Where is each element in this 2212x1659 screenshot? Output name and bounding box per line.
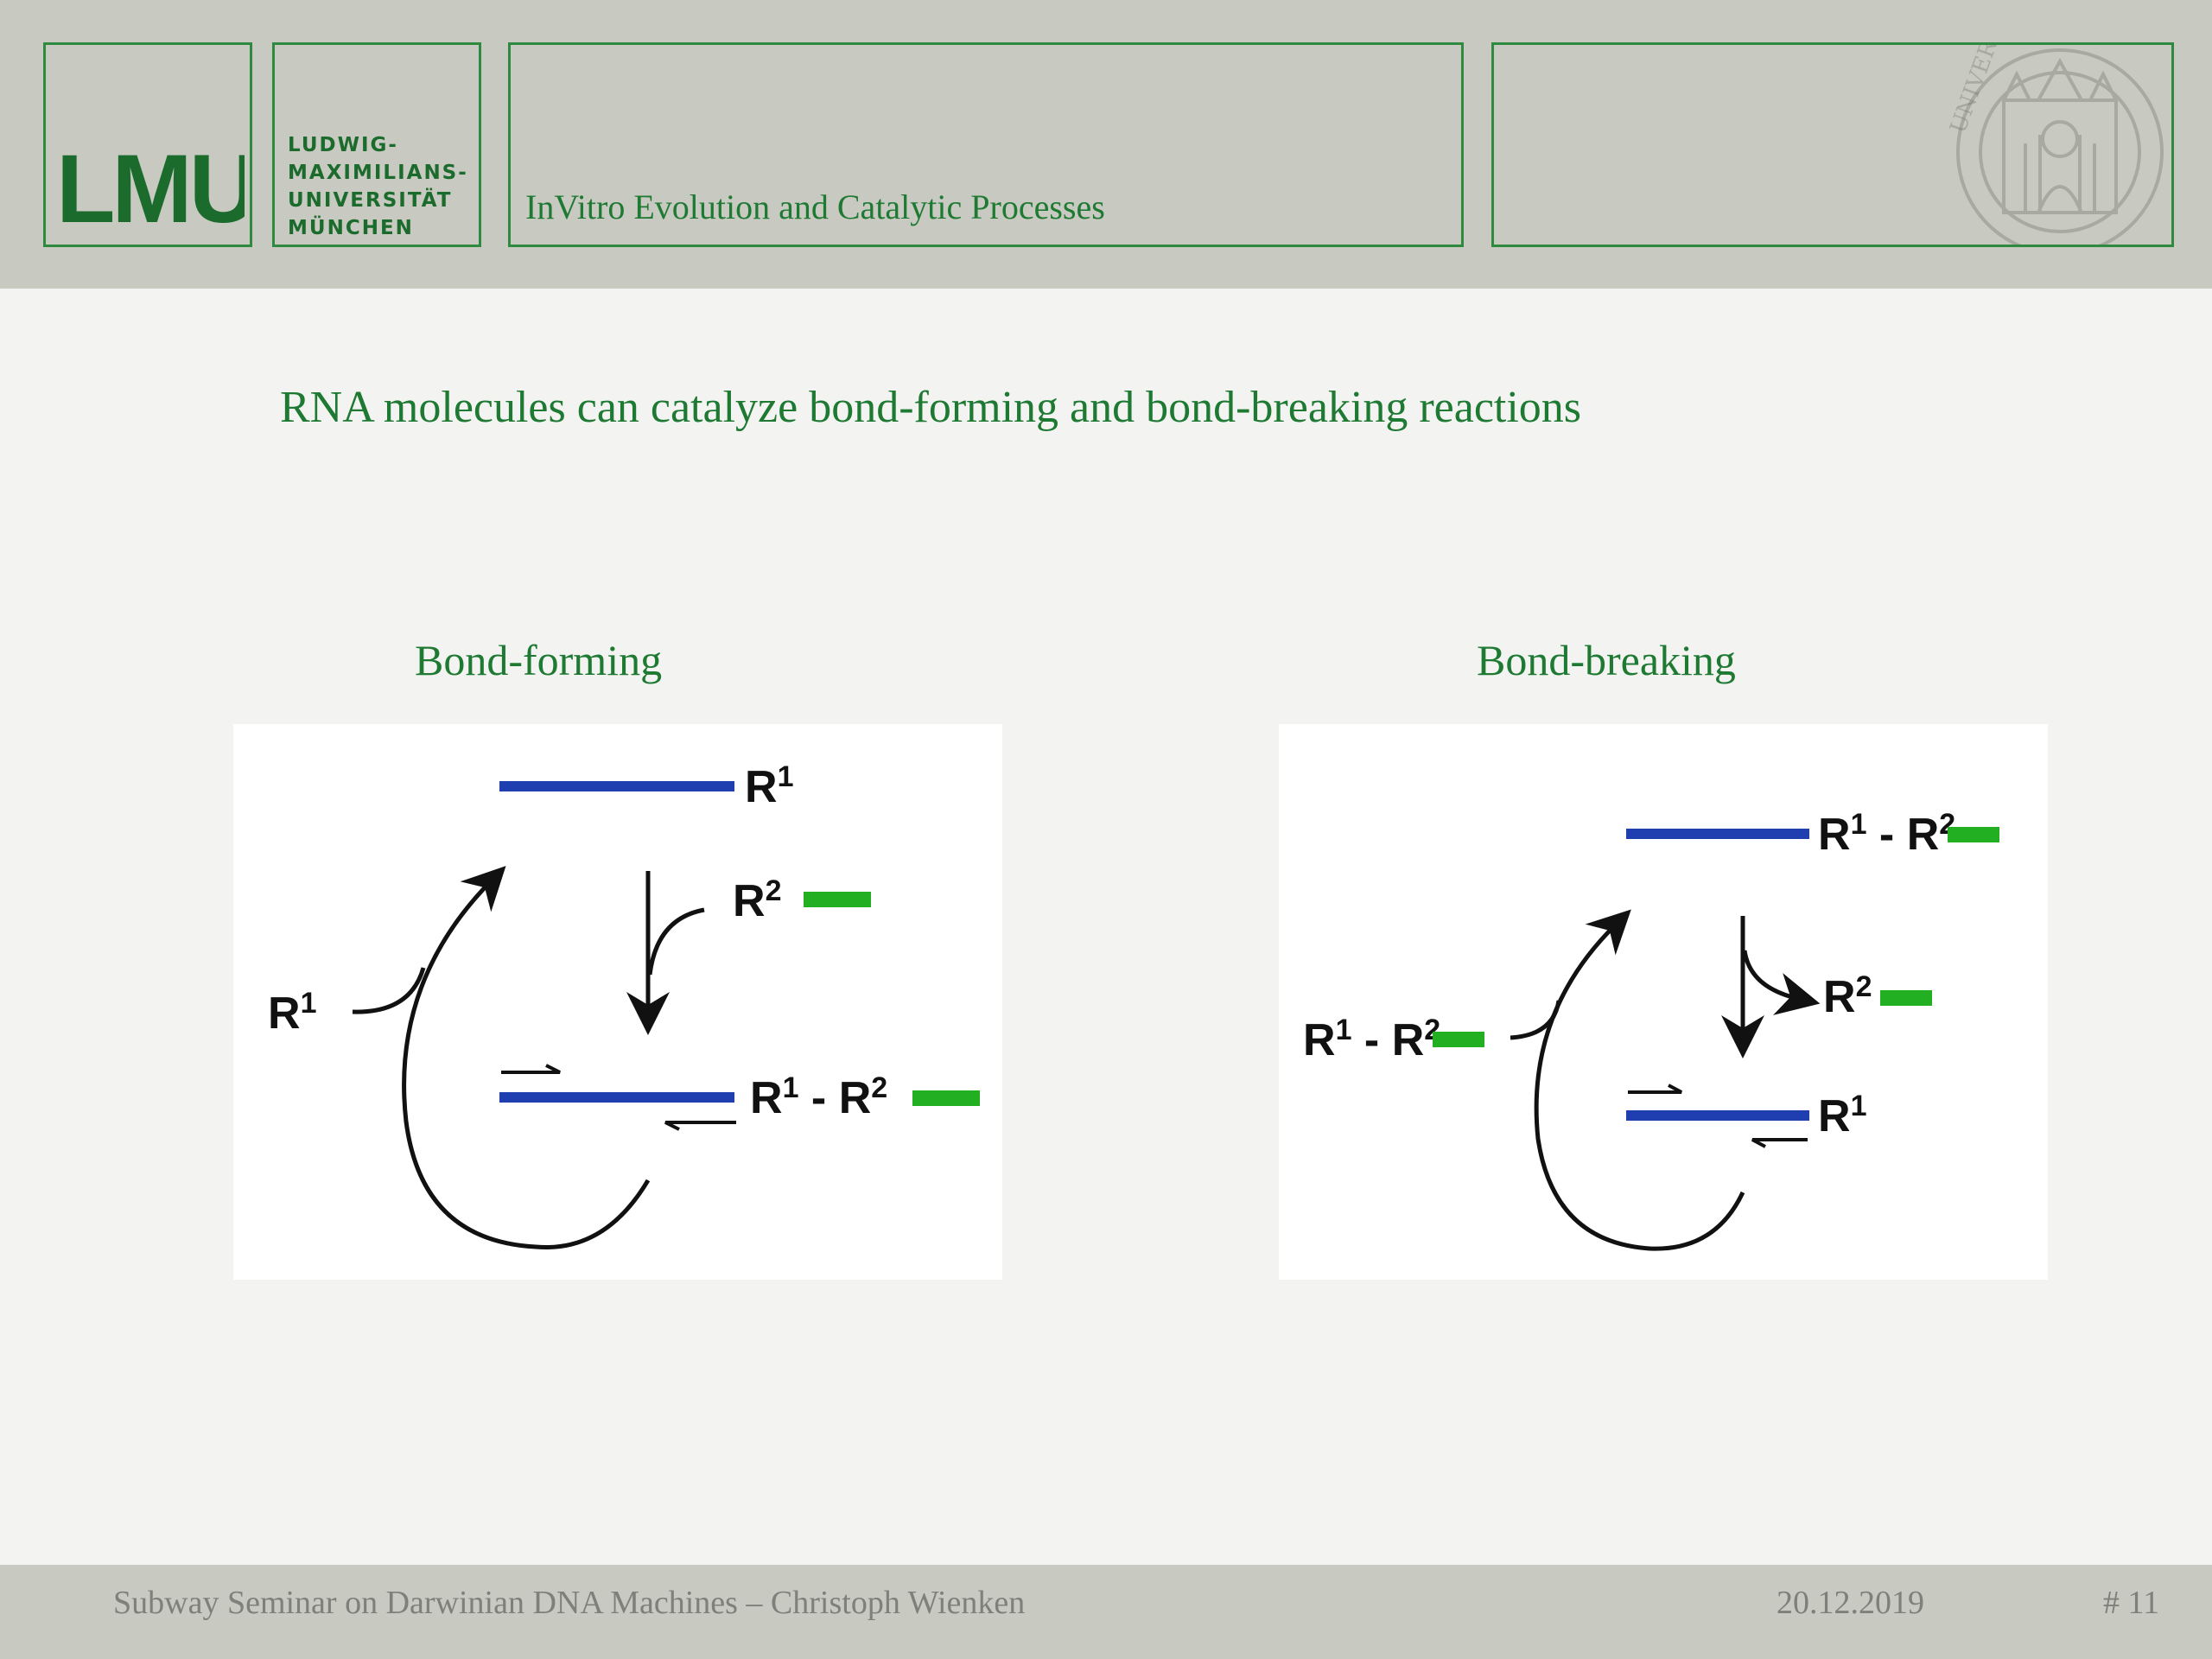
- arrow-release: [1742, 950, 1821, 1015]
- bond-forming-svg: R1 R2 R1 R1 - R2: [268, 760, 980, 1250]
- course-title: InVitro Evolution and Catalytic Processe…: [525, 188, 1105, 226]
- label-r2-released: R2: [1823, 970, 1872, 1022]
- university-name-box: LUDWIG- MAXIMILIANS- UNIVERSITÄT MÜNCHEN: [272, 42, 481, 247]
- product-tag: [912, 1090, 980, 1106]
- university-name: LUDWIG- MAXIMILIANS- UNIVERSITÄT MÜNCHEN: [288, 134, 468, 239]
- header-bar: LMU LUDWIG- MAXIMILIANS- UNIVERSITÄT MÜN…: [0, 0, 2212, 289]
- slide-heading: RNA molecules can catalyze bond-forming …: [280, 383, 1582, 432]
- footer-page-number: # 11: [2103, 1585, 2160, 1621]
- cycle-arrow: [1534, 909, 1745, 1251]
- top-tag: [1948, 827, 1999, 842]
- label-r1-r2-left: R1 - R2: [1303, 1014, 1440, 1065]
- r2-tag: [804, 892, 871, 907]
- released-tag: [1880, 990, 1932, 1006]
- footer-bar: [0, 1565, 2212, 1659]
- equilibrium-arrow-left: [664, 1121, 736, 1131]
- r1-entry-curve: [352, 967, 426, 1014]
- course-title-box: InVitro Evolution and Catalytic Processe…: [508, 42, 1464, 247]
- bond-forming-title: Bond-forming: [415, 636, 663, 684]
- footer-date: 20.12.2019: [1777, 1585, 1924, 1621]
- lmu-logo-text: LMU: [56, 137, 245, 232]
- label-r1-r2-product: R1 - R2: [750, 1071, 887, 1123]
- arrow-join: [647, 907, 705, 976]
- footer-presentation-info: Subway Seminar on Darwinian DNA Machines…: [113, 1585, 1026, 1621]
- lmu-logo: LMU: [56, 137, 245, 232]
- cycle-arrow: [402, 866, 651, 1250]
- label-r1-bottom: R1: [1818, 1090, 1866, 1141]
- equilibrium-arrow-right: [1628, 1084, 1682, 1094]
- bond-breaking-diagram: R1 - R2 R2 R1 - R2 R1: [1279, 724, 2048, 1280]
- bond-breaking-svg: R1 - R2 R2 R1 - R2 R1: [1303, 808, 1999, 1251]
- equilibrium-arrow-left: [1751, 1138, 1808, 1148]
- bond-breaking-title: Bond-breaking: [1477, 636, 1736, 684]
- label-r1-top: R1: [745, 760, 793, 812]
- label-r2-incoming: R2: [733, 874, 781, 926]
- left-tag: [1433, 1032, 1484, 1047]
- bond-forming-diagram: R1 R2 R1 R1 - R2: [233, 724, 1002, 1280]
- lmu-logo-box: LMU: [43, 42, 252, 247]
- seal-box: UNIVERS · SIGIL: [1491, 42, 2174, 247]
- equilibrium-arrow-right: [501, 1064, 561, 1074]
- label-r1-left: R1: [268, 987, 316, 1039]
- label-r1-r2-top: R1 - R2: [1818, 808, 1955, 860]
- university-seal-icon: UNIVERS · SIGIL: [1945, 45, 2164, 245]
